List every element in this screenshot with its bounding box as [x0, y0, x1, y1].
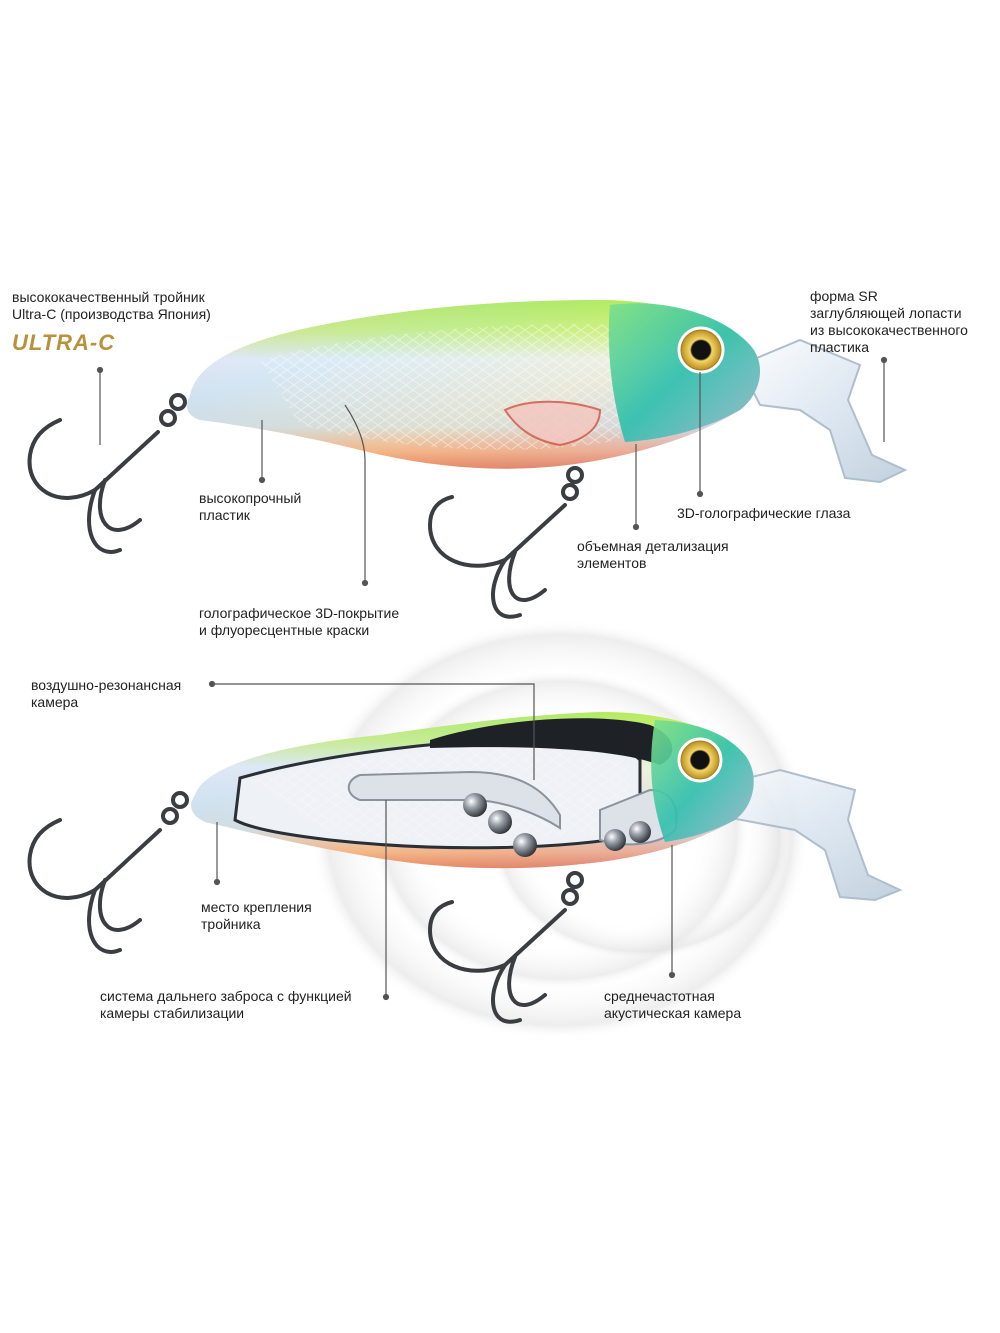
weight-ball	[513, 833, 537, 857]
callout-coating: голографическое 3D-покрытие и флуоресцен…	[199, 605, 399, 639]
callout-line: форма SR	[810, 288, 878, 304]
rear-treble-hook	[27, 393, 187, 554]
belly-treble-hook	[427, 466, 584, 619]
callout-line: заглубляющей лопасти	[810, 305, 962, 321]
callout-line: система дальнего заброса с функцией	[100, 988, 352, 1004]
callout-line: из высококачественного	[810, 322, 968, 338]
callout-line: Ultra-C (производства Япония)	[12, 306, 211, 322]
weight-ball	[629, 821, 651, 843]
lure-head	[608, 303, 761, 442]
eye-icon	[677, 737, 723, 783]
weight-ball	[463, 793, 487, 817]
callout-casting-system: система дальнего заброса с функцией каме…	[100, 988, 352, 1022]
callout-plastic: высокопрочный пластик	[199, 490, 301, 524]
top-lure	[27, 300, 908, 619]
ultra-c-logo: ULTRA-C	[12, 330, 116, 355]
callout-line: объемная детализация	[577, 538, 729, 554]
callout-detailing: объемная детализация элементов	[577, 538, 729, 572]
callout-hook-mount: место крепления тройника	[201, 899, 312, 933]
callout-line: высокопрочный	[199, 490, 302, 506]
callout-line: высококачественный тройник	[12, 289, 205, 305]
bottom-lure	[27, 712, 903, 1024]
belly-treble-hook-bottom	[427, 871, 584, 1024]
eye-icon	[677, 326, 725, 374]
callout-treble-hook: высококачественный тройник Ultra-C (прои…	[12, 289, 211, 323]
callout-acoustic-chamber: среднечастотная акустическая камера	[604, 988, 741, 1022]
callout-line: акустическая камера	[604, 1005, 742, 1021]
pectoral-fin	[503, 400, 602, 447]
callout-line: воздушно-резонансная	[31, 677, 182, 693]
diving-lip-bottom	[698, 768, 903, 902]
leader-lines	[96, 356, 888, 1001]
casting-chamber	[347, 770, 561, 830]
callout-line: 3D-голографические глаза	[677, 505, 851, 521]
weight-ball	[488, 810, 512, 834]
callout-eyes: 3D-голографические глаза	[677, 505, 850, 522]
callout-line: тройника	[201, 916, 261, 932]
callout-line: камера	[31, 694, 79, 710]
rear-treble-hook-bottom	[27, 791, 189, 954]
callout-line: элементов	[577, 555, 647, 571]
callout-air-chamber: воздушно-резонансная камера	[31, 677, 181, 711]
callout-line: камеры стабилизации	[100, 1005, 245, 1021]
callout-line: среднечастотная	[604, 988, 715, 1004]
dorsal-shell	[430, 718, 673, 765]
callout-line: место крепления	[201, 899, 312, 915]
callout-line: пластик	[199, 507, 250, 523]
diving-lip	[738, 338, 908, 484]
weight-ball	[604, 829, 626, 851]
callout-line: и флуоресцентные краски	[199, 622, 370, 638]
callout-line: голографическое 3D-покрытие	[199, 605, 400, 621]
callout-line: пластика	[810, 339, 869, 355]
callout-lip: форма SR заглубляющей лопасти из высокок…	[810, 288, 968, 356]
